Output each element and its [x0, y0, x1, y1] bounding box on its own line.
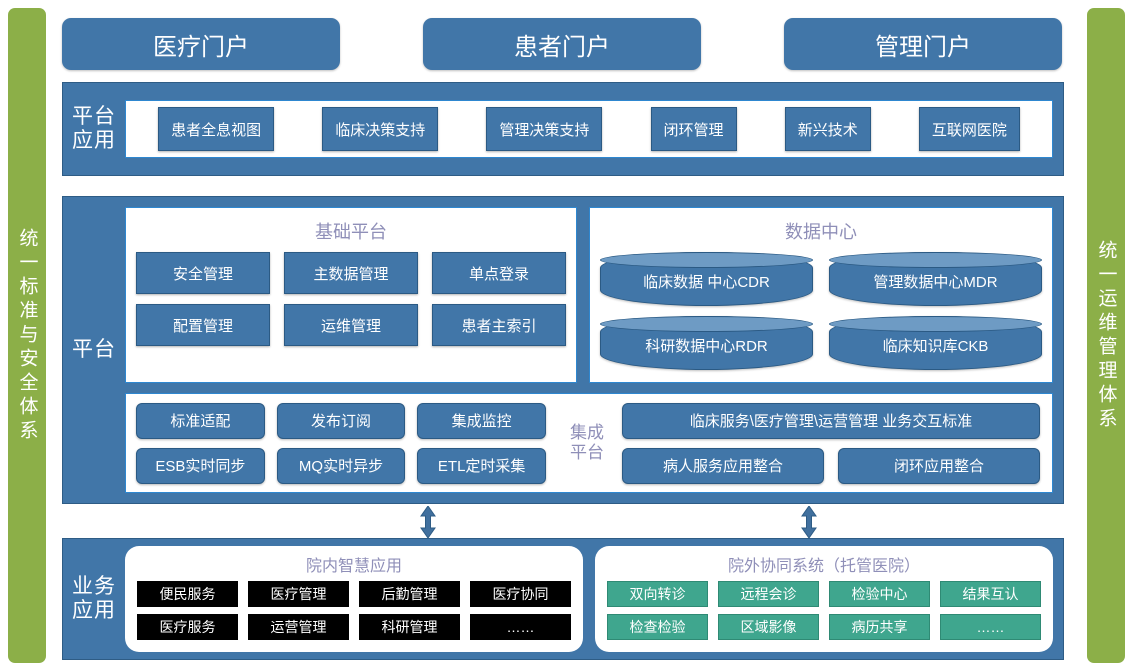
outer-examination-testing[interactable]: 检查检验 — [607, 614, 708, 640]
outer-more-ellipsis[interactable]: …… — [940, 614, 1041, 640]
database-mdr-icon[interactable]: 管理数据中心MDR — [829, 252, 1042, 306]
base-patient-master-index[interactable]: 患者主索引 — [432, 304, 566, 346]
base-master-data-management[interactable]: 主数据管理 — [284, 252, 418, 294]
data-center-title: 数据中心 — [785, 222, 857, 242]
inner-medical-service[interactable]: 医疗服务 — [137, 614, 238, 640]
right-pillar-operations-management: 统一运维管理体系 — [1087, 8, 1125, 663]
inner-convenience-service[interactable]: 便民服务 — [137, 581, 238, 607]
platform-band: 平台 基础平台 安全管理 主数据管理 单点登录 配置管理 运维管理 患者主索引 — [62, 196, 1064, 504]
inner-more-ellipsis[interactable]: …… — [470, 614, 571, 640]
integ-patient-service-app-integration[interactable]: 病人服务应用整合 — [622, 447, 824, 484]
business-application-label: 业务 应用 — [72, 574, 116, 622]
app-clinical-decision-support[interactable]: 临床决策支持 — [322, 107, 439, 151]
in-hospital-smart-apps-card: 院内智慧应用 便民服务 医疗管理 后勤管理 医疗协同 医疗服务 运营管理 科研管… — [125, 546, 583, 652]
base-single-sign-on[interactable]: 单点登录 — [432, 252, 566, 294]
right-pillar-label: 统一运维管理体系 — [1095, 239, 1117, 432]
inner-research-management[interactable]: 科研管理 — [359, 614, 460, 640]
base-platform-title: 基础平台 — [315, 222, 387, 242]
base-security-management[interactable]: 安全管理 — [136, 252, 270, 294]
integ-closed-loop-app-integration[interactable]: 闭环应用整合 — [838, 447, 1040, 484]
left-pillar-standards-security: 统一标准与安全体系 — [8, 8, 46, 663]
base-platform-card: 基础平台 安全管理 主数据管理 单点登录 配置管理 运维管理 患者主索引 — [125, 207, 577, 383]
connector-arrow-right-icon — [801, 506, 817, 538]
app-patient-holographic-view[interactable]: 患者全息视图 — [158, 107, 275, 151]
in-hospital-smart-apps-title: 院内智慧应用 — [305, 558, 402, 575]
database-rdr-icon[interactable]: 科研数据中心RDR — [600, 316, 813, 370]
database-ckb-icon[interactable]: 临床知识库CKB — [829, 316, 1042, 370]
integration-platform-card: 标准适配 发布订阅 集成监控 ESB实时同步 MQ实时异步 ETL定时采集 集成… — [125, 393, 1053, 493]
database-cdr-icon[interactable]: 临床数据 中心CDR — [600, 252, 813, 306]
integ-standard-adaptation[interactable]: 标准适配 — [136, 402, 265, 439]
inner-medical-management[interactable]: 医疗管理 — [248, 581, 349, 607]
inner-medical-collaboration[interactable]: 医疗协同 — [470, 581, 571, 607]
database-mdr-label: 管理数据中心MDR — [873, 274, 998, 292]
app-management-decision-support[interactable]: 管理决策支持 — [486, 107, 603, 151]
platform-application-band: 平台 应用 患者全息视图 临床决策支持 管理决策支持 闭环管理 新兴技术 互联网… — [62, 82, 1064, 176]
platform-body: 基础平台 安全管理 主数据管理 单点登录 配置管理 运维管理 患者主索引 数据中… — [125, 197, 1063, 503]
integ-mq-realtime-async[interactable]: MQ实时异步 — [276, 447, 406, 484]
integ-esb-realtime-sync[interactable]: ESB实时同步 — [136, 447, 265, 484]
integration-right-items: 临床服务\医疗管理\运营管理 业务交互标准 病人服务应用整合 闭环应用整合 — [618, 395, 1052, 492]
portal-row: 医疗门户 患者门户 管理门户 — [62, 14, 1062, 74]
integ-integration-monitoring[interactable]: 集成监控 — [417, 402, 546, 439]
platform-application-label: 平台 应用 — [72, 104, 116, 152]
app-emerging-technology[interactable]: 新兴技术 — [784, 107, 871, 151]
outer-result-mutual-recognition[interactable]: 结果互认 — [940, 581, 1041, 607]
outer-two-way-referral[interactable]: 双向转诊 — [607, 581, 708, 607]
platform-top-row: 基础平台 安全管理 主数据管理 单点登录 配置管理 运维管理 患者主索引 数据中… — [125, 207, 1053, 383]
portal-patient[interactable]: 患者门户 — [423, 18, 701, 70]
database-cdr-label: 临床数据 中心CDR — [643, 274, 770, 292]
base-ops-management[interactable]: 运维管理 — [284, 304, 418, 346]
out-hospital-collab-card: 院外协同系统（托管医院） 双向转诊 远程会诊 检验中心 结果互认 检查检验 区域… — [595, 546, 1053, 652]
in-hospital-items: 便民服务 医疗管理 后勤管理 医疗协同 医疗服务 运营管理 科研管理 …… — [137, 581, 571, 640]
integ-business-interaction-standard[interactable]: 临床服务\医疗管理\运营管理 业务交互标准 — [622, 402, 1040, 439]
platform-application-items: 患者全息视图 临床决策支持 管理决策支持 闭环管理 新兴技术 互联网医院 — [125, 100, 1053, 158]
app-closed-loop-management[interactable]: 闭环管理 — [650, 107, 737, 151]
business-body: 院内智慧应用 便民服务 医疗管理 后勤管理 医疗协同 医疗服务 运营管理 科研管… — [125, 539, 1063, 659]
data-center-card: 数据中心 临床数据 中心CDR 管理数据中心MDR 科研数据中心RDR 临床知识… — [589, 207, 1053, 383]
integration-right-row2: 病人服务应用整合 闭环应用整合 — [622, 447, 1040, 484]
base-platform-items: 安全管理 主数据管理 单点登录 配置管理 运维管理 患者主索引 — [136, 252, 566, 346]
business-application-band: 业务 应用 院内智慧应用 便民服务 医疗管理 后勤管理 医疗协同 医疗服务 运营… — [62, 538, 1064, 660]
portal-management[interactable]: 管理门户 — [784, 18, 1062, 70]
out-hospital-collab-title: 院外协同系统（托管医院） — [727, 558, 920, 575]
outer-remote-consultation[interactable]: 远程会诊 — [718, 581, 819, 607]
integ-etl-scheduled-collection[interactable]: ETL定时采集 — [417, 447, 546, 484]
connector-arrow-left-icon — [420, 506, 436, 538]
data-center-items: 临床数据 中心CDR 管理数据中心MDR 科研数据中心RDR 临床知识库CKB — [600, 252, 1042, 370]
integration-platform-label: 集成 平台 — [570, 422, 604, 462]
integration-left-items: 标准适配 发布订阅 集成监控 ESB实时同步 MQ实时异步 ETL定时采集 — [126, 395, 556, 492]
platform-label: 平台 — [72, 337, 116, 361]
base-configuration-management[interactable]: 配置管理 — [136, 304, 270, 346]
app-internet-hospital[interactable]: 互联网医院 — [918, 107, 1020, 151]
outer-regional-imaging[interactable]: 区域影像 — [718, 614, 819, 640]
inner-logistics-management[interactable]: 后勤管理 — [359, 581, 460, 607]
integ-publish-subscribe[interactable]: 发布订阅 — [276, 402, 406, 439]
outer-testing-center[interactable]: 检验中心 — [829, 581, 930, 607]
left-pillar-label: 统一标准与安全体系 — [16, 227, 38, 444]
inner-operation-management[interactable]: 运营管理 — [248, 614, 349, 640]
database-ckb-label: 临床知识库CKB — [882, 338, 989, 356]
portal-medical[interactable]: 医疗门户 — [62, 18, 340, 70]
outer-medical-record-sharing[interactable]: 病历共享 — [829, 614, 930, 640]
out-hospital-items: 双向转诊 远程会诊 检验中心 结果互认 检查检验 区域影像 病历共享 …… — [607, 581, 1041, 640]
database-rdr-label: 科研数据中心RDR — [645, 338, 768, 356]
